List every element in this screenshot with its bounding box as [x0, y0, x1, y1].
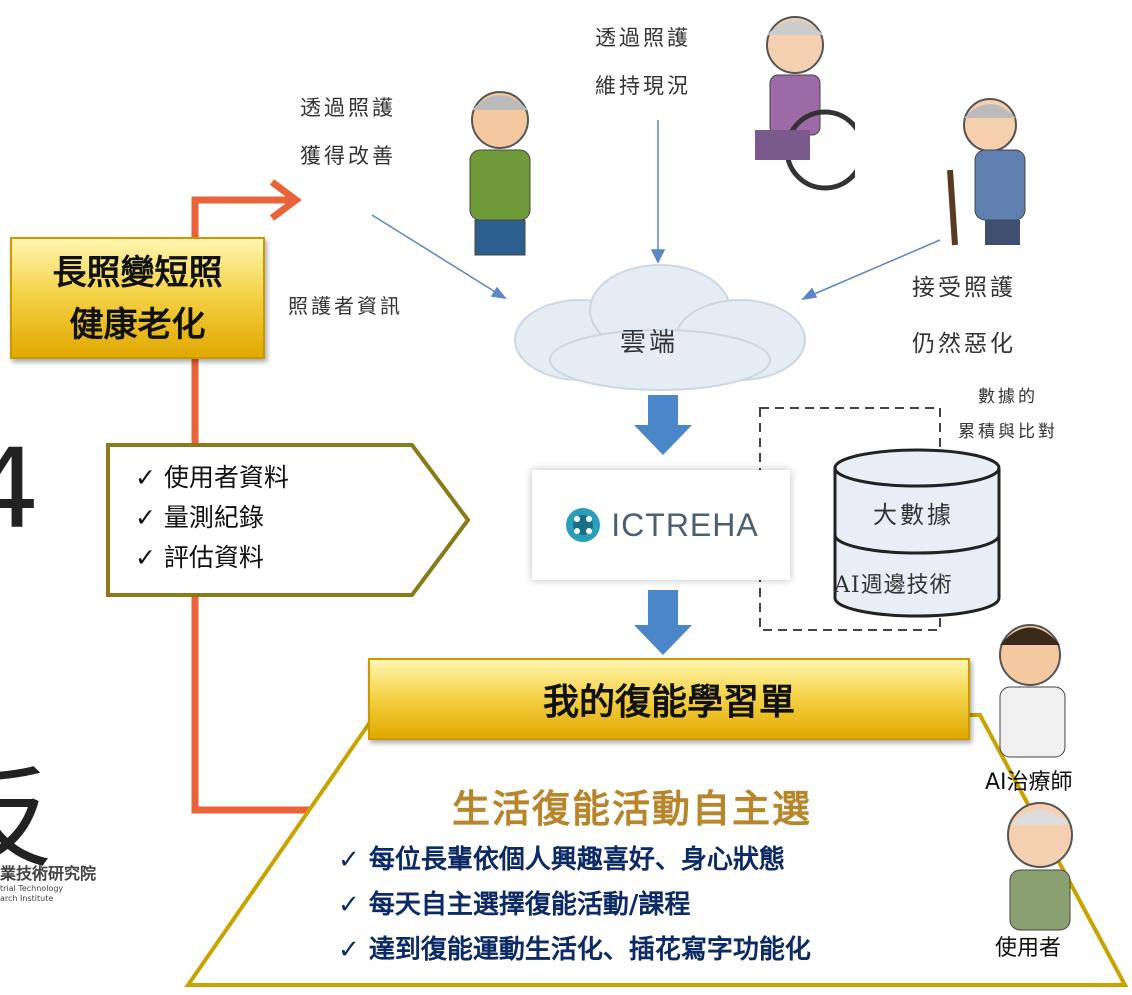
improve-caption: 透過照護 獲得改善	[300, 92, 396, 170]
data-item-user: ✓ 使用者資料	[135, 463, 289, 492]
flow-arrows	[634, 395, 692, 655]
improve-line2: 獲得改善	[300, 144, 396, 168]
ictreha-box: ICTREHA	[532, 470, 790, 580]
activity-bullet-2: ✓ 每天自主選擇復能活動/課程	[338, 890, 691, 920]
maintain-caption: 透過照護 維持現況	[595, 22, 691, 100]
ai-therapist-figure	[999, 624, 1066, 758]
left-badge-line2: 健康老化	[69, 305, 206, 345]
user-figure	[1007, 802, 1073, 931]
maintain-line2: 維持現況	[595, 74, 691, 98]
main-banner: 我的復能學習單	[368, 658, 970, 740]
institute-logo-en2: arch Institute	[0, 894, 54, 903]
cloud-input-arrows	[371, 120, 941, 301]
database-top-label: 大數據	[873, 501, 954, 529]
caregiver-info-label: 照護者資訊	[288, 294, 403, 318]
activity-bullet-3: ✓ 達到復能運動生活化、插花寫字功能化	[338, 935, 811, 965]
elderly-worsened-figure	[947, 98, 1026, 246]
ictreha-label: ICTREHA	[611, 506, 759, 543]
worsen-caption: 接受照護 仍然惡化	[912, 268, 1016, 358]
data-compare-line2: 累積與比對	[958, 422, 1058, 442]
cloud-shape	[514, 264, 806, 391]
institute-logo-cn: 業技術研究院	[0, 864, 97, 883]
institute-logo-en1: trial Technology	[0, 884, 64, 893]
ictreha-logo-icon	[566, 508, 601, 542]
database-cylinder	[833, 448, 1001, 618]
left-edge-glyph-2: 反	[0, 730, 55, 890]
left-badge-line1: 長照變短照	[52, 253, 223, 293]
worsen-line2: 仍然惡化	[912, 331, 1016, 357]
improve-line1: 透過照護	[300, 96, 396, 120]
activity-bullet-1: ✓ 每位長輩依個人興趣喜好、身心狀態	[338, 845, 785, 875]
data-item-eval: ✓ 評估資料	[135, 543, 264, 572]
institute-logo: 業技術研究院 trial Technology arch Institute	[0, 860, 96, 904]
worsen-line1: 接受照護	[912, 275, 1016, 301]
data-list: ✓ 使用者資料 ✓ 量測紀錄 ✓ 評估資料	[135, 458, 289, 578]
maintain-line1: 透過照護	[595, 26, 691, 50]
left-badge: 長照變短照 健康老化	[10, 237, 265, 359]
activity-title: 生活復能活動自主選	[452, 787, 813, 831]
elderly-improved-figure	[469, 91, 531, 256]
cloud-label: 雲端	[620, 328, 679, 358]
data-compare-line1: 數據的	[978, 387, 1038, 407]
data-item-measure: ✓ 量測紀錄	[135, 503, 264, 532]
database-bottom-label: AI週邊技術	[834, 573, 953, 598]
therapist-label: AI治療師	[985, 770, 1073, 795]
user-label: 使用者	[995, 936, 1062, 961]
elderly-wheelchair-figure	[755, 16, 855, 191]
left-edge-glyph-1: 4	[0, 425, 40, 553]
data-callout-shape	[106, 443, 471, 597]
data-compare-caption: 數據的 累積與比對	[958, 382, 1058, 442]
activity-bullets: ✓ 每位長輩依個人興趣喜好、身心狀態 ✓ 每天自主選擇復能活動/課程 ✓ 達到復…	[338, 838, 811, 973]
